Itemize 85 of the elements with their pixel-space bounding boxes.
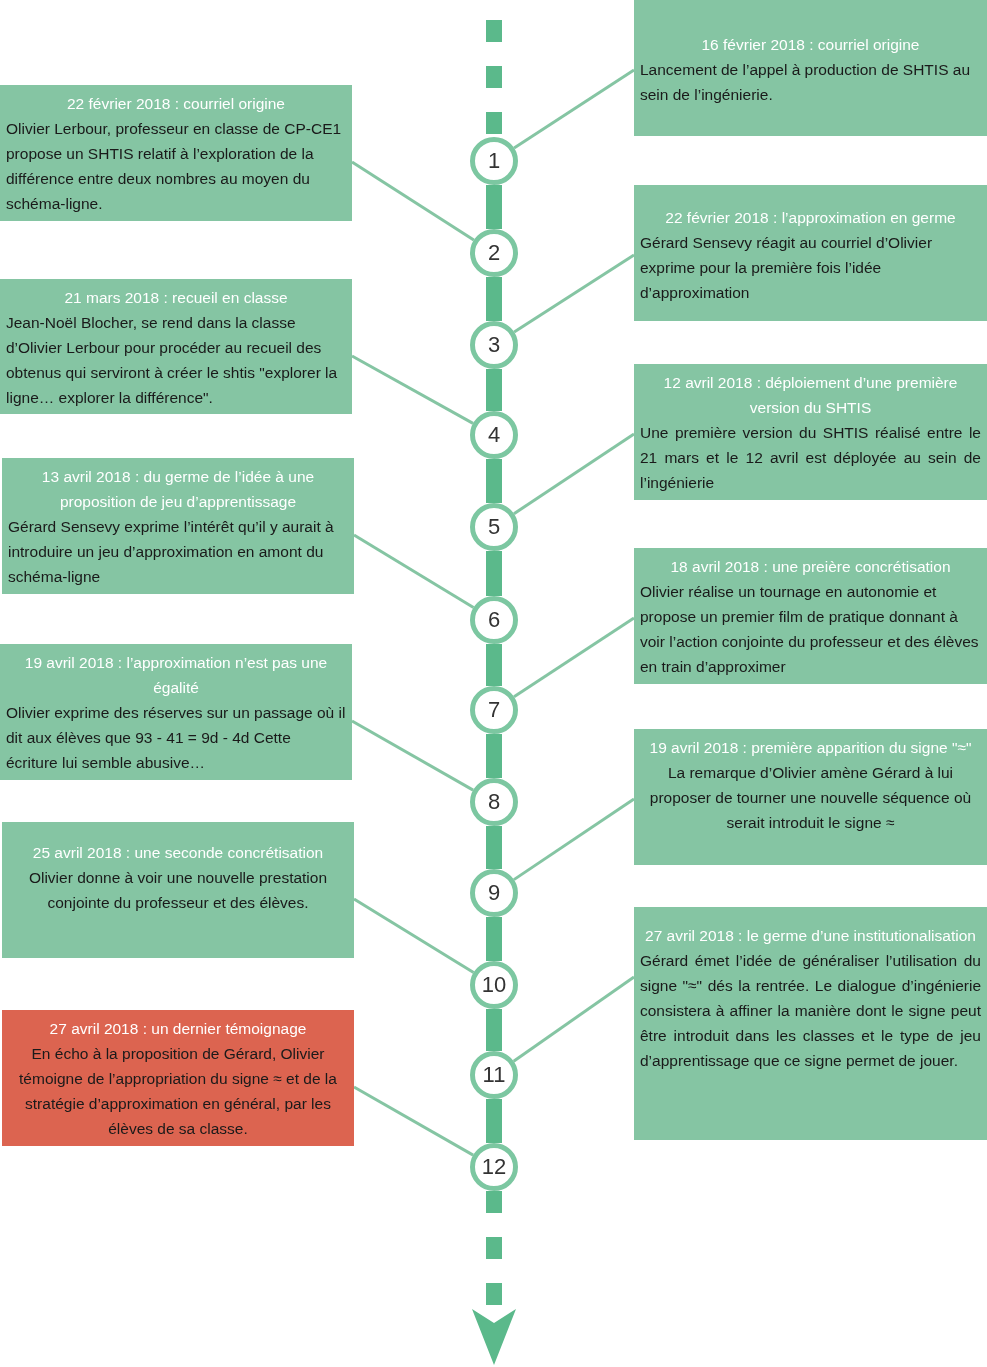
- timeline-line: [486, 277, 502, 321]
- step-circle: [470, 961, 518, 1009]
- event-heading: 19 avril 2018 : l’approximation n’est pas une égalité: [23, 653, 329, 698]
- event-card: [0, 85, 352, 221]
- step-circle: [470, 686, 518, 734]
- connector-line: [353, 897, 475, 974]
- step-circle: [470, 1143, 518, 1191]
- step-circle: [470, 596, 518, 644]
- connector-line: [513, 432, 635, 515]
- step-number: 4: [487, 424, 501, 446]
- event-description: Olivier Lerbour, professeur en classe de CP-CE1 propose un SHTIS relatif à l’exploration de la différence entre deux nombres au moyen du schéma-ligne.: [6, 119, 343, 214]
- step-circle: [470, 137, 518, 185]
- event-description: Olivier donne à voir une nouvelle prestation conjointe du professeur et des élèves.: [27, 868, 329, 913]
- event-heading: 16 février 2018 : courriel origine: [700, 35, 921, 55]
- connector-line: [513, 616, 635, 699]
- event-heading: 19 avril 2018 : première apparition du signe "≈": [648, 738, 973, 758]
- event-heading: 18 avril 2018 : une preière concrétisation: [669, 557, 952, 577]
- event-description: Une première version du SHTIS réalisé entre le 21 mars et le 12 avril est déployée au sein de l’ingénierie: [640, 423, 981, 493]
- event-heading: 13 avril 2018 : du germe de l’idée à une proposition de jeu d’apprentissage: [40, 467, 316, 512]
- event-heading: 27 avril 2018 : un dernier témoignage: [48, 1019, 308, 1039]
- timeline-line: [486, 459, 502, 503]
- step-circle: [470, 869, 518, 917]
- event-card: [634, 364, 987, 500]
- step-number: 11: [482, 1064, 506, 1086]
- connector-line: [512, 975, 635, 1063]
- timeline-line: [486, 826, 502, 869]
- event-heading: 25 avril 2018 : une seconde concrétisation: [31, 843, 325, 863]
- event-heading: 12 avril 2018 : déploiement d’une première version du SHTIS: [662, 373, 959, 418]
- timeline-arrow: [472, 1191, 516, 1365]
- event-card: [2, 1010, 354, 1146]
- connector-line: [513, 68, 635, 150]
- connector-line: [513, 253, 635, 334]
- step-number: 3: [487, 334, 501, 356]
- event-description: Jean-Noël Blocher, se rend dans la classe d’Olivier Lerbour pour procéder au recueil des obtenus qui serviront à créer le shtis "explorer la ligne… explorer la différence".: [6, 313, 339, 408]
- connector-line: [351, 354, 474, 425]
- connector-line: [351, 719, 474, 792]
- event-card: [0, 644, 352, 780]
- step-circle: [470, 229, 518, 277]
- step-circle: [470, 411, 518, 459]
- event-card: [2, 458, 354, 594]
- event-card: [634, 0, 987, 136]
- event-description: La remarque d’Olivier amène Gérard à lui proposer de tourner une nouvelle séquence où serait introduit le signe ≈: [648, 763, 973, 833]
- event-card: [0, 279, 352, 414]
- step-number: 5: [487, 516, 501, 538]
- step-circle: [470, 778, 518, 826]
- event-heading: 21 mars 2018 : recueil en classe: [63, 288, 289, 308]
- connector-line: [351, 160, 475, 242]
- event-description: Gérard émet l’idée de généraliser l’utilisation du signe "≈" dés la rentrée. Le dialogue d’ingénierie consistera à affiner la manière dont le signe peut être introduit dans les classes et le type de jeu d’apprentissage que ce signe permet de jouer.: [640, 951, 981, 1071]
- timeline-line: [486, 734, 502, 778]
- connector-line: [353, 1085, 474, 1157]
- event-description: Olivier exprime des réserves sur un passage où il dit aux élèves que 93 - 41 = 9d - 4d Cette écriture lui semble abusive…: [6, 703, 346, 773]
- event-heading: 22 février 2018 : courriel origine: [66, 94, 286, 114]
- timeline-line: [486, 369, 502, 411]
- timeline-line: [486, 1099, 502, 1143]
- step-number: 6: [487, 609, 501, 631]
- event-description: En écho à la proposition de Gérard, Olivier témoigne de l’appropriation du signe ≈ et de la stratégie d’approximation en général, par les élèves de sa classe.: [18, 1044, 338, 1139]
- timeline-line: [486, 551, 502, 596]
- timeline-dashes: [486, 20, 502, 137]
- timeline-line: [486, 644, 502, 686]
- step-number: 9: [487, 882, 501, 904]
- event-heading: 22 février 2018 : l’approximation en germe: [664, 208, 957, 228]
- event-card: [634, 548, 987, 684]
- event-description: Gérard Sensevy réagit au courriel d’Olivier exprime pour la première fois l’idée d’approximation: [640, 233, 934, 303]
- step-number: 12: [481, 1156, 507, 1178]
- event-card: [634, 729, 987, 865]
- event-heading: 27 avril 2018 : le germe d’une institutionalisation: [644, 926, 977, 946]
- event-description: Lancement de l’appel à production de SHTIS au sein de l’ingénierie.: [640, 60, 972, 105]
- step-number: 7: [487, 699, 501, 721]
- event-card: [634, 907, 987, 1140]
- event-card: [634, 185, 987, 321]
- timeline-line: [486, 917, 502, 961]
- event-card: [2, 822, 354, 958]
- connector-line: [353, 533, 475, 609]
- event-description: Gérard Sensevy exprime l’intérêt qu’il y aurait à introduire un jeu d’approximation en amont du schéma-ligne: [8, 517, 335, 587]
- event-description: Olivier réalise un tournage en autonomie et propose un premier film de pratique donnant à voir l’action conjointe du professeur et des élèves en train d’approximer: [640, 582, 980, 677]
- step-circle: [470, 321, 518, 369]
- step-number: 10: [481, 974, 507, 996]
- step-circle: [470, 1051, 518, 1099]
- step-number: 8: [487, 791, 501, 813]
- timeline-line: [486, 1009, 502, 1051]
- step-number: 1: [487, 150, 501, 172]
- timeline-line: [486, 185, 502, 229]
- step-circle: [470, 503, 518, 551]
- connector-line: [513, 797, 635, 881]
- step-number: 2: [487, 242, 501, 264]
